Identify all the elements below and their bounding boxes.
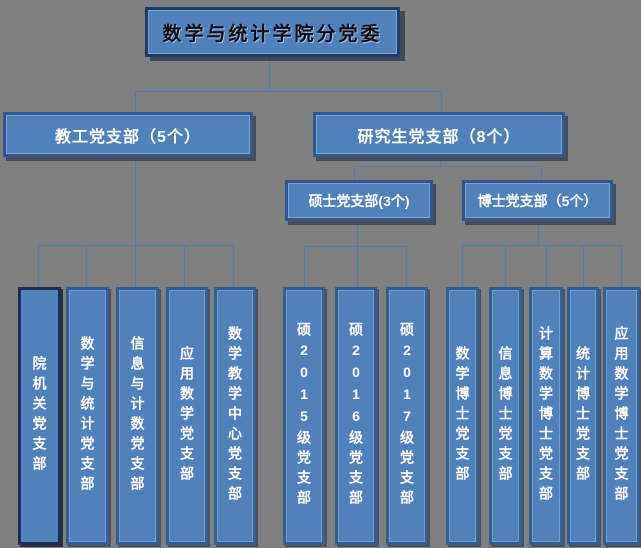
connector-line [441, 91, 442, 112]
graduate-branches-node: 研究生党支部（8个） [313, 112, 565, 157]
doctoral-branch-comp-math: 计算数学博士党支部 [529, 287, 563, 545]
connector-line [546, 245, 547, 288]
masters-branches-node: 硕士党支部(3个) [285, 180, 433, 221]
root-node: 数学与统计学院分党委 [145, 7, 400, 57]
connector-line [38, 245, 234, 246]
doctoral-branch-info: 信息博士党支部 [489, 287, 522, 545]
masters-branch-2015: 硕2015级党支部 [283, 287, 325, 545]
connector-line [462, 245, 463, 288]
connector-line [406, 246, 407, 288]
connector-line [135, 157, 136, 245]
masters-branch-2016: 硕2016级党支部 [335, 287, 377, 545]
faculty-branch-office: 院机关党支部 [18, 287, 61, 545]
connector-line [538, 221, 539, 245]
connector-line [357, 246, 358, 288]
faculty-branch-applied-math: 应用数学党支部 [166, 287, 208, 545]
connector-line [541, 166, 542, 180]
connector-line [354, 166, 355, 180]
connector-line [135, 91, 442, 92]
connector-line [505, 245, 506, 288]
faculty-branches-node: 教工党支部（5个） [3, 112, 253, 157]
connector-line [462, 245, 622, 246]
masters-branch-2017: 硕2017级党支部 [386, 287, 428, 545]
connector-line [440, 157, 441, 166]
connector-line [135, 245, 136, 288]
doctoral-branch-applied-math: 应用数学博士党支部 [603, 287, 640, 545]
connector-line [38, 245, 39, 288]
doctoral-branches-node: 博士党支部（5个） [462, 180, 613, 221]
connector-line [621, 245, 622, 288]
faculty-branch-info-comp: 信息与计数党支部 [116, 287, 159, 545]
connector-line [357, 221, 358, 246]
connector-line [135, 91, 136, 112]
connector-line [233, 245, 234, 288]
doctoral-branch-math: 数学博士党支部 [446, 287, 479, 545]
faculty-branch-teaching-center: 数学教学中心党支部 [214, 287, 256, 545]
connector-line [304, 246, 305, 288]
connector-line [304, 246, 407, 247]
connector-line [354, 166, 541, 167]
doctoral-branch-stat: 统计博士党支部 [567, 287, 599, 545]
connector-line [269, 57, 270, 91]
faculty-branch-math-stat: 数学与统计党支部 [66, 287, 109, 545]
connector-line [583, 245, 584, 288]
connector-line [184, 245, 185, 288]
connector-line [86, 245, 87, 288]
